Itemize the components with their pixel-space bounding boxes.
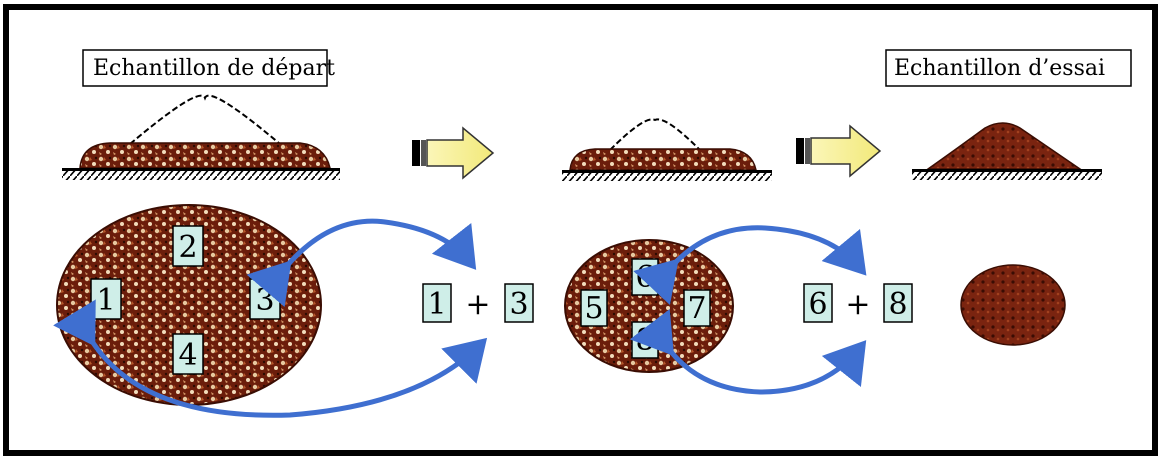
- test-sample-disc: [960, 264, 1066, 346]
- quarter-number: 3: [255, 283, 274, 318]
- arrow-8-to-combo: [629, 308, 867, 395]
- arrow-6-to-combo: [633, 225, 867, 305]
- quarter-box: 1: [90, 278, 122, 320]
- combo-number: 6: [808, 287, 827, 322]
- quarter-box: 7: [683, 289, 711, 327]
- quarter-number: 7: [687, 291, 706, 326]
- quarter-box: 3: [249, 278, 281, 320]
- quarter-box: 8: [631, 321, 659, 359]
- quarter-number: 5: [584, 291, 603, 326]
- quarter-number: 6: [635, 260, 654, 295]
- arrow-3-to-combo: [246, 218, 477, 308]
- start-sample-label-box: Echantillon de départ: [82, 49, 335, 87]
- quarter-number: 1: [96, 283, 115, 318]
- test-sample-cone: [912, 122, 1102, 180]
- combination-1-3: 1 + 3: [422, 283, 534, 323]
- combo-number: 1: [427, 287, 446, 322]
- block-arrow-2: [796, 124, 882, 178]
- block-arrow-1: [412, 126, 495, 180]
- quarter-box: 5: [580, 289, 608, 327]
- quarter-box: 4: [172, 333, 204, 375]
- test-sample-label: Echantillon d’essai: [894, 56, 1105, 81]
- plus-sign: +: [465, 287, 490, 322]
- plus-sign: +: [845, 287, 870, 322]
- flattened-pile-medium: [562, 118, 772, 181]
- quarter-number: 4: [178, 338, 197, 373]
- quarter-number: 2: [178, 230, 197, 265]
- arrow-1-to-combo: [53, 299, 488, 418]
- combination-6-8: 6 + 8: [803, 283, 913, 323]
- flattened-pile-large: [62, 94, 340, 180]
- combo-number: 3: [509, 287, 528, 322]
- medium-quartered-sample: 5 6 7 8: [564, 239, 734, 373]
- quarter-box: 6: [631, 258, 659, 296]
- quarter-box: 2: [172, 225, 204, 267]
- test-sample-label-box: Echantillon d’essai: [885, 49, 1132, 87]
- start-sample-label: Echantillon de départ: [93, 56, 335, 81]
- large-quartered-sample: 2 1 3 4: [56, 204, 322, 406]
- combo-number: 8: [888, 287, 907, 322]
- quarter-number: 8: [635, 323, 654, 358]
